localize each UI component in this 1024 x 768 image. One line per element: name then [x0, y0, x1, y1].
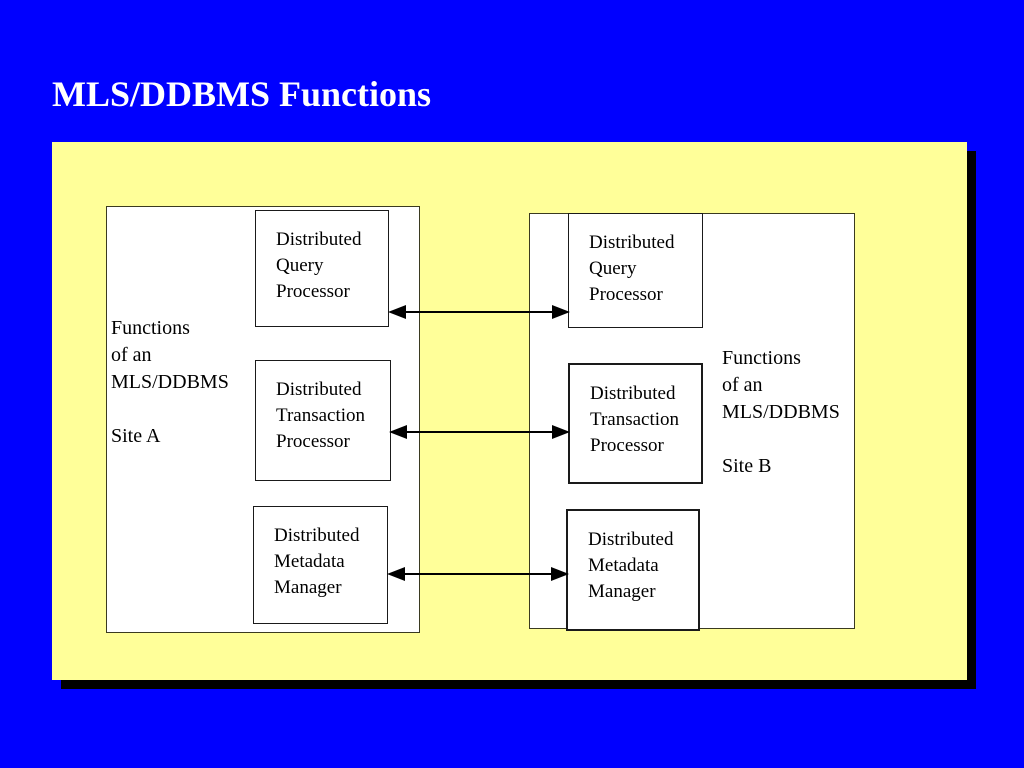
query-processor-link-arrow [388, 305, 570, 319]
site-a-query-processor-line-2: Query [276, 255, 324, 276]
site-b-query-processor-line-2: Query [589, 258, 637, 279]
site-b-caption-line-1: Functions [722, 347, 801, 369]
site-b-metadata-manager-line-2: Metadata [588, 555, 659, 576]
site-a-caption-line-3: MLS/DDBMS [111, 371, 229, 393]
site-b-query-processor-line-3: Processor [589, 284, 663, 305]
site-b-caption: Functions of an MLS/DDBMS Site B [722, 345, 840, 480]
site-a-transaction-processor-line-2: Transaction [276, 405, 366, 426]
site-b-transaction-processor-box[interactable]: Distributed Transaction Processor [568, 363, 703, 484]
site-a-caption-line-2: of an [111, 344, 152, 366]
transaction-processor-link-arrow [389, 425, 570, 439]
site-b-metadata-manager-box[interactable]: Distributed Metadata Manager [566, 509, 700, 631]
site-a-transaction-processor-line-1: Distributed [276, 379, 362, 400]
site-a-metadata-manager-box[interactable]: Distributed Metadata Manager [253, 506, 388, 624]
site-a-site-label: Site A [111, 425, 161, 447]
site-a-caption-line-1: Functions [111, 317, 190, 339]
site-b-metadata-manager-line-3: Manager [588, 581, 656, 602]
site-a-metadata-manager-line-2: Metadata [274, 551, 345, 572]
site-a-caption-spacer [111, 396, 229, 423]
site-b-query-processor-box[interactable]: Distributed Query Processor [568, 213, 703, 328]
site-b-query-processor-line-1: Distributed [589, 232, 675, 253]
site-a-caption: Functions of an MLS/DDBMS Site A [111, 315, 229, 450]
site-a-query-processor-line-3: Processor [276, 281, 350, 302]
site-a-query-processor-box[interactable]: Distributed Query Processor [255, 210, 389, 327]
site-b-metadata-manager-line-1: Distributed [588, 529, 674, 550]
site-b-caption-spacer [722, 426, 840, 453]
page-title: MLS/DDBMS Functions [52, 74, 432, 114]
site-b-caption-line-2: of an [722, 374, 763, 396]
site-b-site-label: Site B [722, 455, 772, 477]
site-a-transaction-processor-line-3: Processor [276, 431, 350, 452]
site-a-metadata-manager-line-3: Manager [274, 577, 342, 598]
site-b-transaction-processor-line-1: Distributed [590, 383, 676, 404]
site-b-caption-line-3: MLS/DDBMS [722, 401, 840, 423]
metadata-manager-link-arrow [387, 567, 569, 581]
site-a-query-processor-line-1: Distributed [276, 229, 362, 250]
site-b-transaction-processor-line-2: Transaction [590, 409, 680, 430]
site-b-transaction-processor-line-3: Processor [590, 435, 664, 456]
site-a-metadata-manager-line-1: Distributed [274, 525, 360, 546]
site-a-transaction-processor-box[interactable]: Distributed Transaction Processor [255, 360, 391, 481]
